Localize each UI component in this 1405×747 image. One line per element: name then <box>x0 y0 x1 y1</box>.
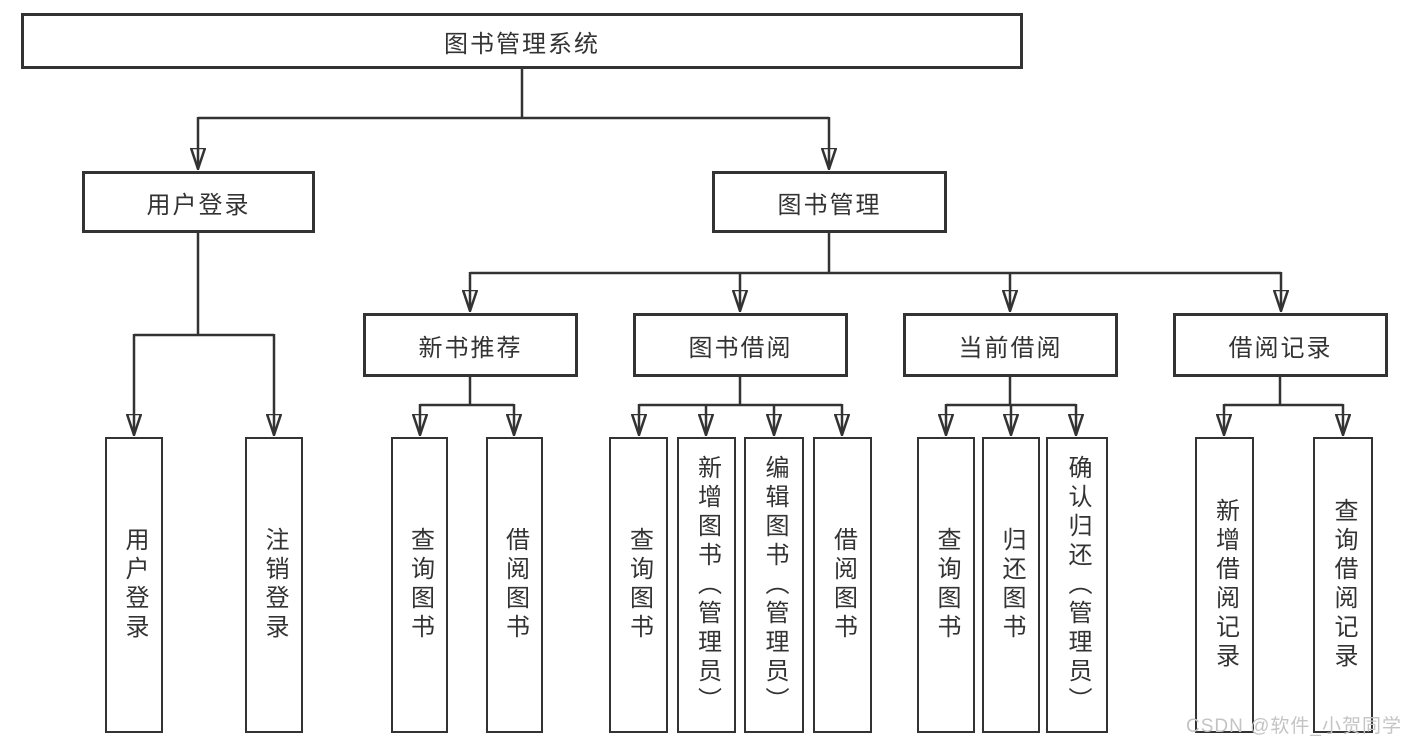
leaf-logout-label: 注销登录 <box>261 527 288 643</box>
leaf-user-login-label: 用户登录 <box>121 527 148 643</box>
node-current-borrow-label: 当前借阅 <box>958 334 1063 362</box>
leaf-add-books-admin: 新增图书（管理员） <box>677 437 736 733</box>
leaf-confirm-return-admin: 确认归还（管理员） <box>1046 437 1108 733</box>
leaf-borrow-books-1-label: 借阅图书 <box>501 527 529 643</box>
node-user-login: 用户登录 <box>82 171 315 233</box>
leaf-query-books-3-label: 查询图书 <box>933 527 960 643</box>
leaf-return-books-label: 归还图书 <box>998 527 1025 643</box>
node-borrow-records-label: 借阅记录 <box>1228 334 1333 362</box>
node-new-book-recommend-label: 新书推荐 <box>418 334 523 362</box>
node-root-system: 图书管理系统 <box>21 13 1023 69</box>
leaf-query-books-1-label: 查询图书 <box>406 527 434 643</box>
leaf-query-books-2-label: 查询图书 <box>625 527 653 643</box>
node-book-borrow: 图书借阅 <box>633 313 848 377</box>
node-root-label: 图书管理系统 <box>444 30 600 58</box>
leaf-return-books: 归还图书 <box>982 437 1040 733</box>
leaf-borrow-books-1: 借阅图书 <box>486 437 543 733</box>
leaf-add-books-admin-label: 新增图书（管理员） <box>693 454 721 716</box>
leaf-query-books-2: 查询图书 <box>609 437 668 733</box>
node-borrow-records: 借阅记录 <box>1173 313 1388 377</box>
node-book-management: 图书管理 <box>712 171 947 233</box>
leaf-query-books-1: 查询图书 <box>391 437 448 733</box>
leaf-confirm-return-admin-label: 确认归还（管理员） <box>1064 454 1091 716</box>
node-user-login-label: 用户登录 <box>146 191 251 219</box>
node-current-borrow: 当前借阅 <box>903 313 1118 377</box>
leaf-edit-books-admin: 编辑图书（管理员） <box>744 437 804 733</box>
leaf-borrow-books-2-label: 借阅图书 <box>829 527 857 643</box>
leaf-add-borrow-record: 新增借阅记录 <box>1195 437 1254 733</box>
leaf-logout: 注销登录 <box>245 437 303 733</box>
leaf-query-books-3: 查询图书 <box>917 437 975 733</box>
leaf-borrow-books-2: 借阅图书 <box>813 437 872 733</box>
leaf-edit-books-admin-label: 编辑图书（管理员） <box>761 454 788 716</box>
node-book-borrow-label: 图书借阅 <box>688 334 793 362</box>
leaf-query-borrow-record: 查询借阅记录 <box>1313 437 1373 733</box>
node-book-management-label: 图书管理 <box>777 191 882 219</box>
node-new-book-recommend: 新书推荐 <box>363 313 578 377</box>
csdn-watermark: CSDN @软件_小贺同学 <box>1186 716 1402 737</box>
leaf-query-borrow-record-label: 查询借阅记录 <box>1330 498 1357 672</box>
leaf-add-borrow-record-label: 新增借阅记录 <box>1211 498 1239 672</box>
leaf-user-login: 用户登录 <box>105 437 163 733</box>
